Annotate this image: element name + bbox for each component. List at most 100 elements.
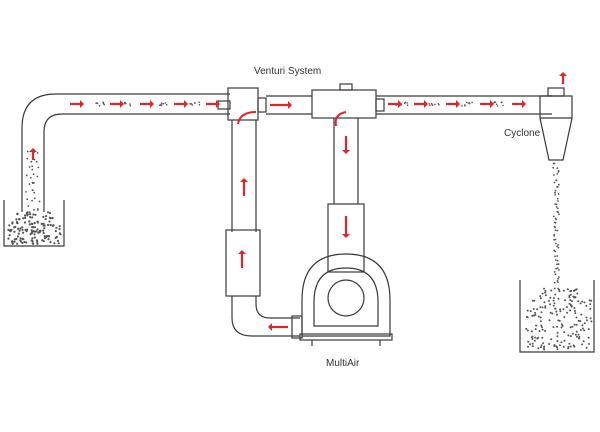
multiair-housing-inner [313, 267, 379, 327]
particle [568, 342, 571, 345]
particle [434, 103, 436, 106]
particle [28, 183, 31, 186]
particle [464, 104, 466, 106]
particle [15, 218, 18, 221]
particle [567, 334, 570, 337]
particle [552, 297, 555, 299]
particle [555, 179, 558, 182]
particle [553, 271, 556, 273]
particle [37, 166, 40, 169]
cyclone-label: Cyclone [504, 128, 541, 139]
particle [493, 101, 496, 103]
particle [562, 289, 565, 292]
arrow-venturi [270, 101, 292, 109]
particle [558, 269, 560, 271]
particle [558, 288, 560, 291]
particle [585, 316, 588, 319]
particle [549, 296, 552, 299]
particle [47, 235, 50, 238]
particle [577, 300, 580, 303]
particle [51, 217, 54, 220]
particle [553, 281, 556, 284]
particle [559, 308, 562, 311]
particle [461, 105, 463, 107]
particle [45, 215, 48, 218]
particle [555, 310, 558, 313]
particle [42, 231, 45, 235]
particle [406, 102, 409, 104]
particle [33, 182, 35, 184]
particle [556, 331, 559, 334]
arrow-outlet-2 [414, 100, 428, 108]
particle [49, 241, 52, 244]
particle [33, 208, 35, 211]
particle [33, 222, 36, 225]
arrow-outlet-5 [512, 100, 526, 108]
particle [16, 213, 19, 216]
particle [96, 102, 99, 105]
particle [465, 101, 468, 104]
particle [56, 239, 60, 242]
particle [36, 228, 39, 231]
particle [556, 255, 559, 257]
particle [27, 205, 30, 207]
particle [557, 277, 559, 280]
particle [41, 239, 44, 242]
particle [586, 319, 588, 322]
particle [53, 242, 56, 245]
particle [571, 332, 574, 335]
particle [555, 206, 558, 208]
particle [536, 337, 539, 340]
particle [28, 220, 31, 223]
particle [554, 229, 557, 232]
particle [11, 242, 14, 245]
particle [560, 326, 563, 329]
particle [578, 336, 581, 338]
particle [537, 347, 540, 350]
particle [589, 307, 592, 310]
particle [40, 222, 43, 225]
particle [98, 105, 101, 107]
particle [533, 339, 536, 342]
particle [34, 213, 37, 216]
particle [560, 323, 563, 326]
venturi-flange-right [257, 97, 267, 113]
particle [558, 290, 561, 293]
particle [577, 333, 580, 336]
particle [531, 314, 534, 317]
intake-pipe-inner [43, 113, 230, 212]
particle [32, 213, 35, 216]
particle [553, 233, 555, 236]
particle [544, 294, 547, 297]
particle [36, 175, 39, 178]
particle [554, 255, 556, 258]
particle [556, 229, 559, 232]
particle [581, 343, 584, 346]
particle [562, 308, 565, 311]
particle [560, 341, 563, 344]
particle [581, 324, 584, 327]
particle [54, 230, 57, 233]
particle [583, 322, 586, 325]
particle [191, 104, 194, 106]
arrow-drop-1 [342, 136, 350, 154]
return-pipe [231, 120, 257, 232]
particle [554, 226, 556, 229]
particle [569, 326, 572, 329]
particle [587, 328, 590, 331]
arrow-return-1-head [240, 178, 248, 182]
particle [34, 230, 37, 233]
arrow-drop-2 [342, 216, 350, 238]
particle [562, 345, 565, 348]
particle [198, 101, 200, 104]
particle [542, 342, 545, 345]
arrow-intake-3-head [150, 100, 154, 108]
particle [556, 335, 559, 338]
particle [37, 208, 39, 210]
particle [534, 336, 537, 339]
particle [556, 263, 558, 266]
particle [165, 103, 168, 106]
particle [47, 223, 50, 226]
particle [21, 228, 24, 231]
